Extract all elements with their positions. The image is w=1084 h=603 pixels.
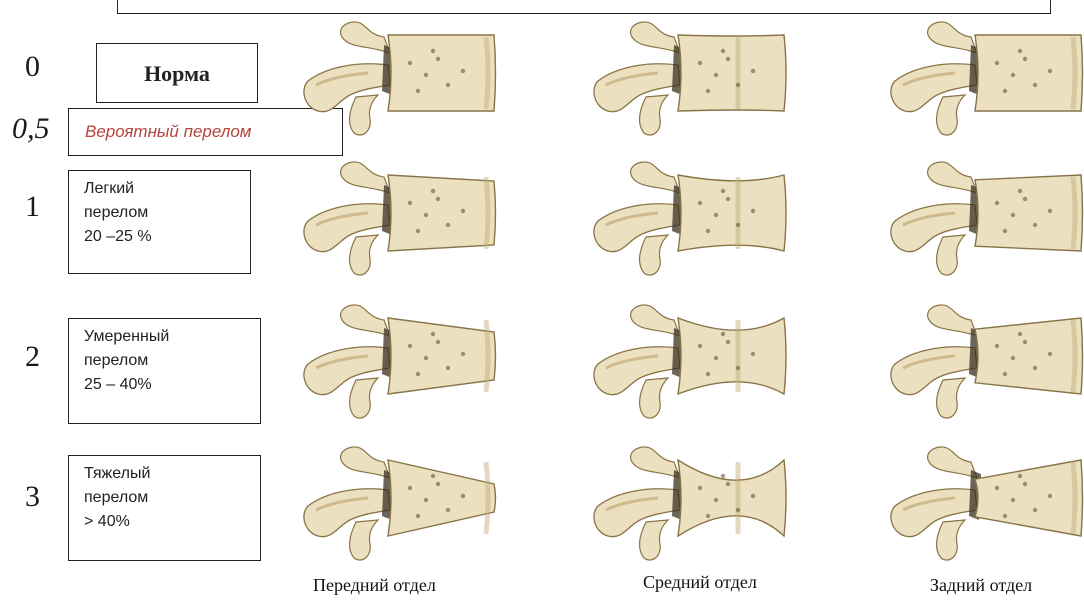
vertebra-icon-grade3-anterior <box>298 440 498 564</box>
vertebra-icon-grade2-posterior <box>885 298 1084 422</box>
label-severe-line-3: > 40% <box>84 510 250 534</box>
label-moderate-line-3: 25 – 40% <box>84 373 250 397</box>
vertebra-icon-grade0-anterior <box>298 15 498 139</box>
label-severe-line-2: перелом <box>84 486 250 510</box>
vertebra-icon-grade1-posterior <box>885 155 1084 279</box>
grade-number-0: 0 <box>25 50 40 84</box>
vertebra-icon-grade2-middle <box>588 298 788 422</box>
label-moderate-line-2: перелом <box>84 349 250 373</box>
vertebra-icon-grade0-middle <box>588 15 788 139</box>
vertebra-icon-grade3-posterior <box>885 440 1084 564</box>
label-norma: Норма <box>144 61 210 86</box>
grade-number-1: 1 <box>25 190 40 224</box>
label-severe-line-1: Тяжелый <box>84 462 250 486</box>
grade-number-2: 2 <box>25 340 40 374</box>
label-box-moderate: Умеренный перелом 25 – 40% <box>68 318 261 424</box>
label-moderate-line-1: Умеренный <box>84 325 250 349</box>
label-mild-line-1: Легкий <box>84 177 240 201</box>
label-box-mild: Легкий перелом 20 –25 % <box>68 170 251 274</box>
vertebra-icon-grade0-posterior <box>885 15 1084 139</box>
label-box-norma: Норма <box>96 43 258 103</box>
grade-number-05: 0,5 <box>12 112 50 146</box>
label-mild-line-3: 20 –25 % <box>84 225 240 249</box>
top-bracket <box>117 0 1051 14</box>
vertebra-icon-grade3-middle <box>588 440 788 564</box>
label-mild-line-2: перелом <box>84 201 240 225</box>
vertebra-icon-grade1-anterior <box>298 155 498 279</box>
grade-number-3: 3 <box>25 480 40 514</box>
column-label-anterior: Передний отдел <box>313 575 436 596</box>
label-box-severe: Тяжелый перелом > 40% <box>68 455 261 561</box>
column-label-middle: Средний отдел <box>643 572 757 593</box>
vertebra-icon-grade1-middle <box>588 155 788 279</box>
vertebra-icon-grade2-anterior <box>298 298 498 422</box>
label-probable: Вероятный перелом <box>85 122 251 141</box>
column-label-posterior: Задний отдел <box>930 575 1032 596</box>
